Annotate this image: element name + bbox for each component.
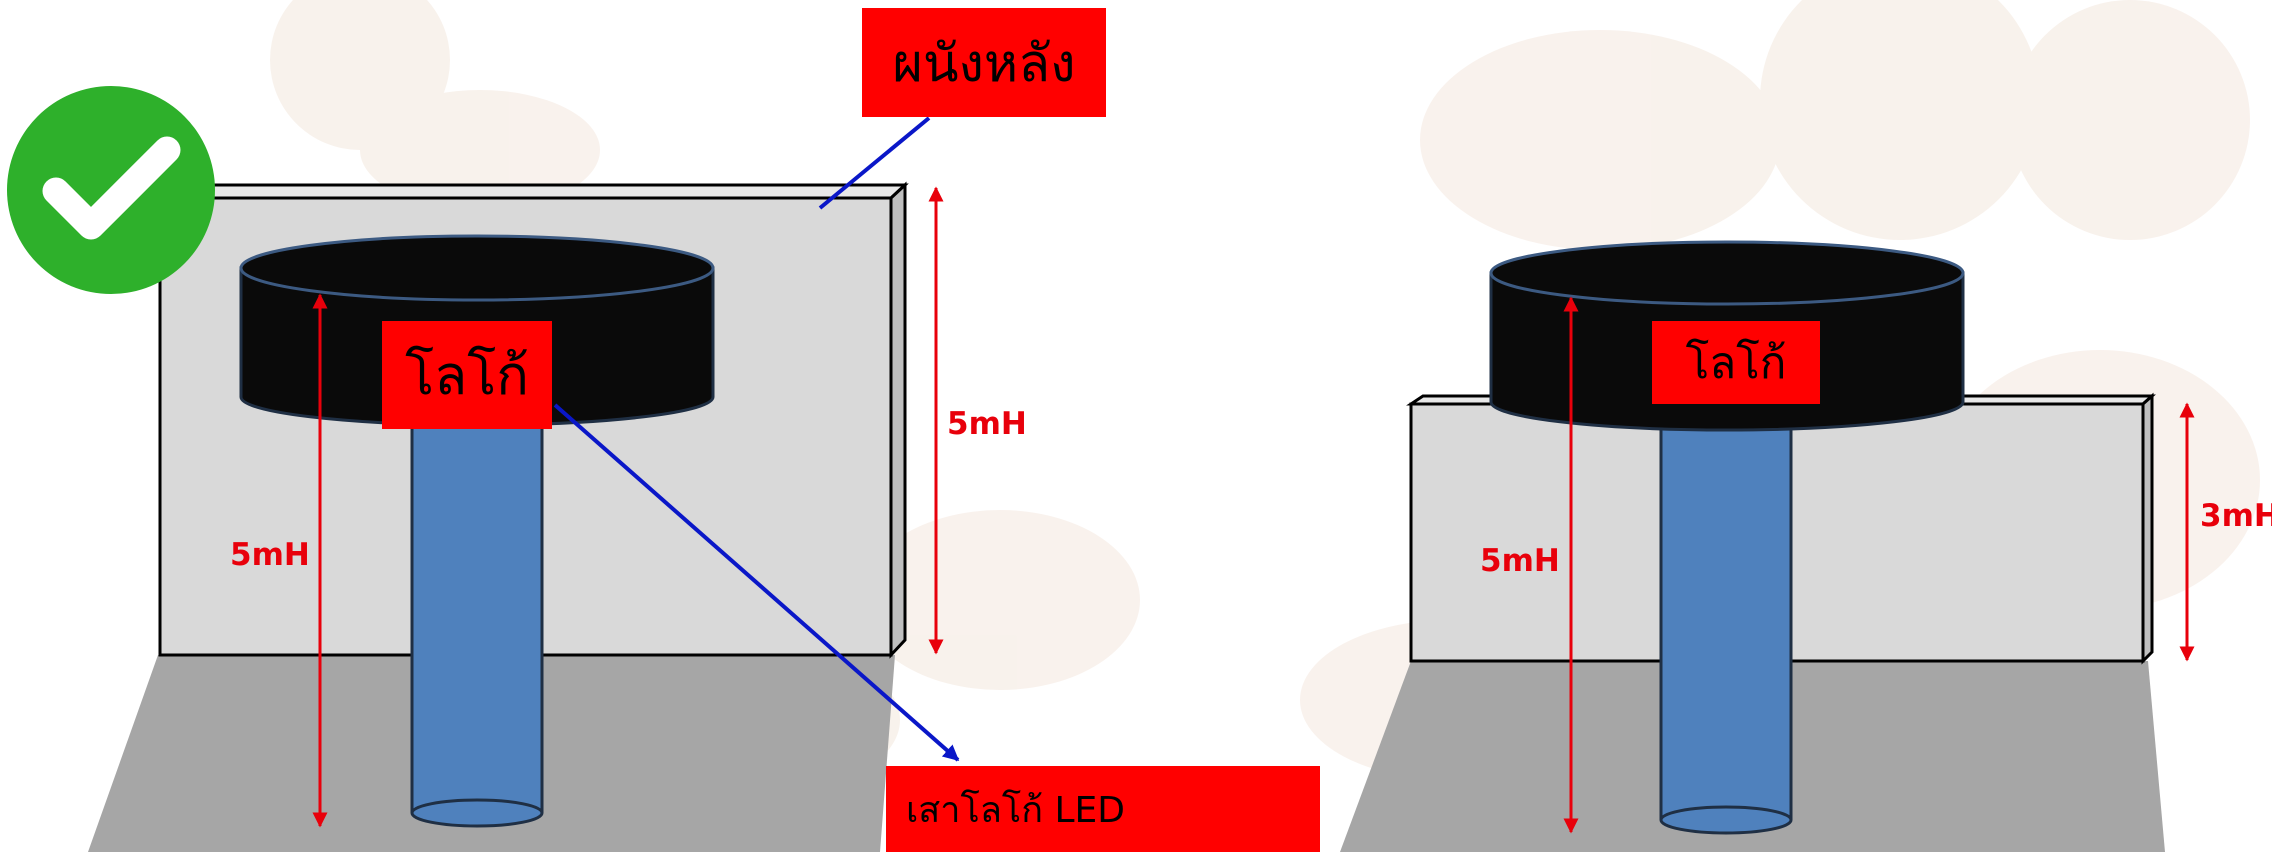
left-post-height-label: 5mH <box>230 537 310 573</box>
left-post-base <box>410 798 544 828</box>
back-wall-label: ผนังหลัง <box>862 8 1106 117</box>
logo-label-left: โลโก้ <box>382 321 552 429</box>
left-back-wall-side <box>889 181 907 659</box>
logo-label-right: โลโก้ <box>1652 321 1820 404</box>
left-logo-post <box>412 420 542 813</box>
right-logo-post <box>1661 425 1791 820</box>
right-wall-height-label: 3mH <box>2200 498 2272 534</box>
right-post-height-label: 5mH <box>1480 543 1560 579</box>
right-post-base <box>1659 805 1793 835</box>
logo-post-leader-line <box>553 403 960 762</box>
left-back-wall-top <box>156 183 909 200</box>
left-wall-height-label: 5mH <box>947 406 1027 442</box>
back-wall-leader-line <box>818 116 931 210</box>
check-circle-icon <box>7 86 215 294</box>
left-scene <box>88 116 960 852</box>
logo-post-label: เสาโลโก้ LED <box>886 766 1320 852</box>
